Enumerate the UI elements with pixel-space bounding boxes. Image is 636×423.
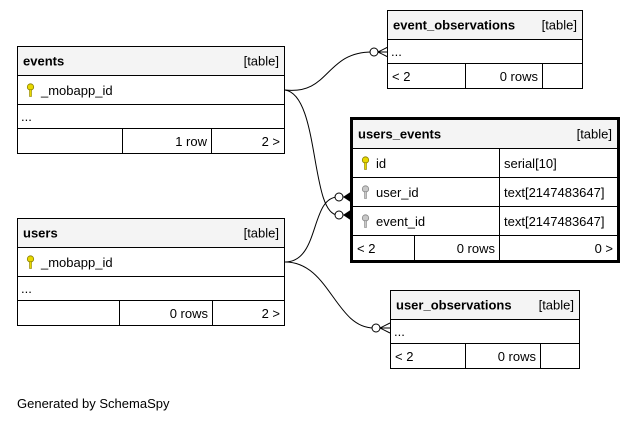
column-cell: _mobapp_id bbox=[18, 248, 284, 276]
footer-row-count: 0 rows bbox=[414, 236, 499, 260]
column-row[interactable]: _mobapp_id bbox=[18, 247, 284, 276]
table-footer: < 2 0 rows 0 > bbox=[353, 235, 617, 260]
foreign-key-icon bbox=[361, 185, 370, 199]
footer-row-count: 0 rows bbox=[465, 64, 542, 88]
crowfoot-users-events-event bbox=[343, 209, 352, 221]
column-name: id bbox=[376, 155, 387, 171]
table-header: users [table] bbox=[18, 219, 284, 247]
column-row[interactable]: id serial[10] bbox=[353, 148, 617, 177]
more-columns-row: ... bbox=[391, 319, 579, 343]
footer-prev bbox=[18, 301, 119, 325]
optional-marker-users-events-event bbox=[334, 210, 344, 220]
optional-marker-users-events-user bbox=[334, 192, 344, 202]
column-row[interactable]: event_id text[2147483647] bbox=[353, 206, 617, 235]
table-user-observations[interactable]: user_observations [table] ... < 2 0 rows bbox=[390, 290, 580, 369]
footer-prev: < 2 bbox=[392, 68, 411, 84]
footer-row-count: 0 rows bbox=[119, 301, 212, 325]
more-columns-row: ... bbox=[18, 276, 284, 300]
footer-next: 2 > bbox=[212, 301, 284, 325]
link-users-users-events bbox=[284, 196, 339, 263]
crowfoot-event-observations bbox=[377, 46, 389, 58]
primary-key-icon bbox=[26, 255, 35, 269]
footer-prev: < 2 bbox=[357, 240, 376, 256]
footer-next bbox=[542, 64, 582, 88]
more-columns: ... bbox=[21, 109, 32, 124]
table-kind: [table] bbox=[243, 225, 279, 241]
more-columns: ... bbox=[394, 324, 405, 339]
column-cell: event_id bbox=[353, 207, 499, 235]
more-columns-row: ... bbox=[18, 104, 284, 128]
column-type: text[2147483647] bbox=[499, 207, 617, 235]
column-row[interactable]: user_id text[2147483647] bbox=[353, 177, 617, 206]
table-name: users_events bbox=[358, 126, 442, 142]
table-kind: [table] bbox=[541, 17, 577, 33]
foreign-key-icon bbox=[361, 214, 370, 228]
table-footer: 1 row 2 > bbox=[18, 128, 284, 153]
link-users-user-observations bbox=[284, 261, 375, 329]
footer-row-count: 1 row bbox=[122, 129, 211, 153]
more-columns-row: ... bbox=[388, 39, 582, 63]
table-users[interactable]: users [table] _mobapp_id ... 0 rows 2 > bbox=[17, 218, 285, 326]
footer-row-count: 0 rows bbox=[465, 344, 540, 368]
crowfoot-user-observations bbox=[379, 322, 391, 334]
column-name: _mobapp_id bbox=[41, 82, 113, 98]
table-name: users bbox=[23, 225, 58, 241]
table-name: events bbox=[23, 53, 65, 69]
column-cell: _mobapp_id bbox=[18, 76, 284, 104]
table-name: user_observations bbox=[396, 297, 512, 313]
column-type: serial[10] bbox=[499, 149, 617, 177]
link-events-event-observations bbox=[284, 51, 373, 91]
table-header: user_observations [table] bbox=[391, 291, 579, 319]
column-cell: id bbox=[353, 149, 499, 177]
crowfoot-users-events-user bbox=[343, 191, 352, 203]
footer-prev: < 2 bbox=[395, 348, 414, 364]
column-type: text[2147483647] bbox=[499, 178, 617, 206]
table-footer: < 2 0 rows bbox=[388, 63, 582, 88]
column-name: event_id bbox=[376, 213, 426, 229]
footer-next: 2 > bbox=[211, 129, 284, 153]
table-users-events[interactable]: users_events [table] id serial[10] user_… bbox=[350, 117, 620, 263]
table-header: events [table] bbox=[18, 47, 284, 75]
table-kind: [table] bbox=[243, 53, 279, 69]
column-cell: user_id bbox=[353, 178, 499, 206]
footer-prev bbox=[18, 129, 122, 153]
primary-key-icon bbox=[26, 83, 35, 97]
table-kind: [table] bbox=[538, 297, 574, 313]
table-footer: < 2 0 rows bbox=[391, 343, 579, 368]
table-header: users_events [table] bbox=[353, 120, 617, 148]
generated-by-label: Generated by SchemaSpy bbox=[17, 396, 170, 411]
more-columns: ... bbox=[391, 44, 402, 59]
more-columns: ... bbox=[21, 281, 32, 296]
optional-marker-user-observations bbox=[371, 323, 381, 333]
table-events[interactable]: events [table] _mobapp_id ... 1 row 2 > bbox=[17, 46, 285, 154]
footer-next: 0 > bbox=[499, 236, 617, 260]
table-event-observations[interactable]: event_observations [table] ... < 2 0 row… bbox=[387, 10, 583, 89]
table-name: event_observations bbox=[393, 17, 516, 33]
optional-marker-event-observations bbox=[369, 47, 379, 57]
table-kind: [table] bbox=[576, 126, 612, 142]
column-row[interactable]: _mobapp_id bbox=[18, 75, 284, 104]
column-name: _mobapp_id bbox=[41, 254, 113, 270]
link-events-users-events bbox=[284, 89, 339, 216]
primary-key-icon bbox=[361, 156, 370, 170]
table-footer: 0 rows 2 > bbox=[18, 300, 284, 325]
table-header: event_observations [table] bbox=[388, 11, 582, 39]
column-name: user_id bbox=[376, 184, 419, 200]
footer-next bbox=[540, 344, 579, 368]
